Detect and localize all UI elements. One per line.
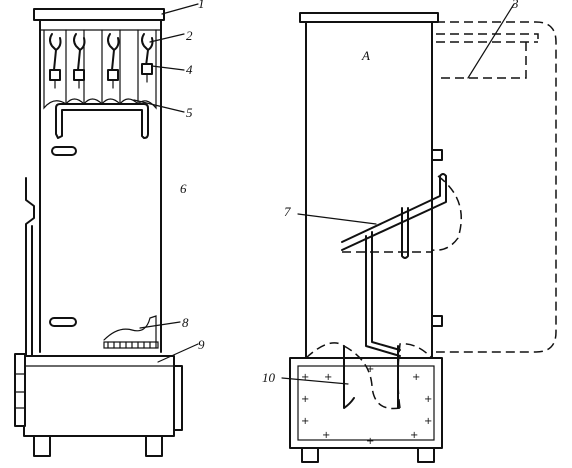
label-6: 6 xyxy=(180,181,187,196)
svg-text:+: + xyxy=(301,372,309,383)
foot-left-right xyxy=(301,447,319,463)
svg-text:+: + xyxy=(324,372,332,383)
right-view xyxy=(289,12,557,463)
labels-right: 3 A 7 10 xyxy=(262,0,519,385)
base-box xyxy=(23,355,175,437)
main-body-right xyxy=(305,21,433,359)
lever xyxy=(341,173,447,251)
leader-lines-right xyxy=(281,3,515,385)
svg-text:+: + xyxy=(366,436,374,447)
lever-hanger xyxy=(401,207,409,259)
label-9: 9 xyxy=(198,337,205,352)
foot-left xyxy=(33,435,51,457)
svg-text:+: + xyxy=(424,416,432,427)
vertical-rod xyxy=(365,231,401,357)
side-rail xyxy=(25,177,35,361)
lower-knob xyxy=(431,315,443,327)
foot-right-right xyxy=(417,447,435,463)
base-box-right xyxy=(289,357,443,449)
upper-slot xyxy=(51,146,77,156)
hooks xyxy=(49,33,154,89)
top-cap-right xyxy=(299,12,439,23)
svg-text:+: + xyxy=(366,364,374,375)
svg-text:+: + xyxy=(412,372,420,383)
lower-slot xyxy=(49,317,77,327)
labels-left: 1 2 4 5 6 8 9 xyxy=(180,0,205,352)
label-4: 4 xyxy=(186,62,193,77)
left-view xyxy=(14,8,183,457)
main-body xyxy=(39,19,162,353)
label-8: 8 xyxy=(182,315,189,330)
foot-right xyxy=(145,435,163,457)
svg-text:+: + xyxy=(424,394,432,405)
label-2: 2 xyxy=(186,28,193,43)
grid-panel xyxy=(103,341,159,349)
label-1: 1 xyxy=(198,0,205,11)
leader-lines-left xyxy=(133,3,199,363)
label-7: 7 xyxy=(284,204,291,219)
top-cap xyxy=(33,8,165,21)
dashed-outline xyxy=(436,21,557,353)
label-10: 10 xyxy=(262,370,276,385)
svg-text:+: + xyxy=(301,394,309,405)
plus-marks: + + + + + + + + + + + xyxy=(301,364,432,447)
svg-text:+: + xyxy=(301,416,309,427)
section-break xyxy=(103,315,157,349)
label-3: 3 xyxy=(511,0,519,11)
svg-text:+: + xyxy=(410,430,418,441)
dashed-top-box xyxy=(436,33,539,79)
label-a: A xyxy=(361,48,370,63)
svg-text:+: + xyxy=(322,430,330,441)
handle xyxy=(55,103,149,139)
upper-knob xyxy=(431,149,443,161)
label-5: 5 xyxy=(186,105,193,120)
